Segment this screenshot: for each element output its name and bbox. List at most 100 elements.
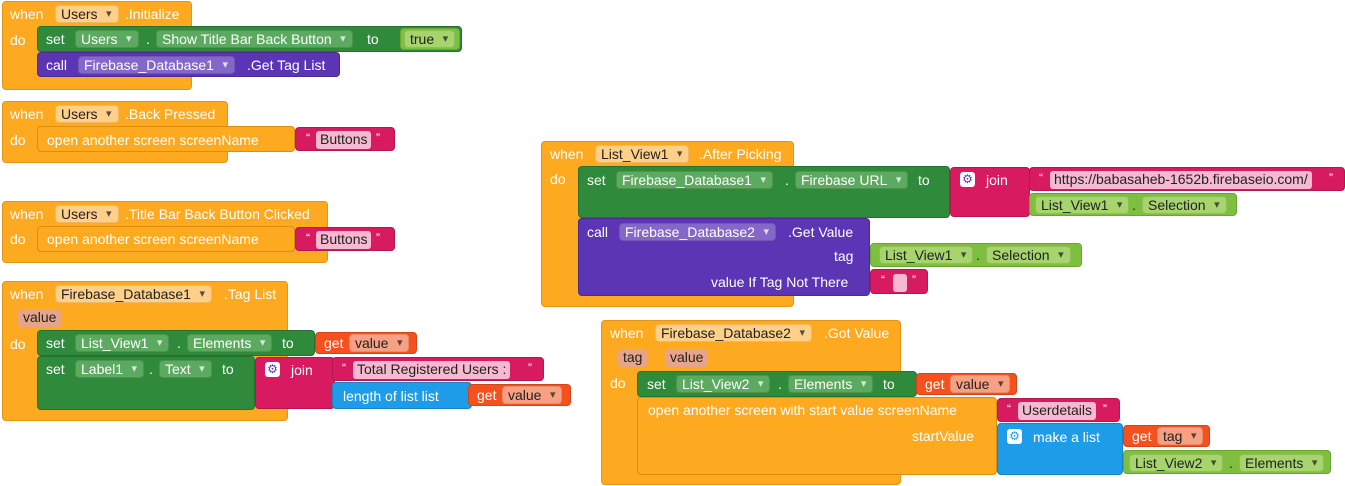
tag-socket-label: tag xyxy=(834,248,854,264)
set-property-block[interactable]: set List_View2 . Elements to xyxy=(637,371,917,397)
quote-open: “ xyxy=(306,231,310,245)
variable-dropdown[interactable]: value xyxy=(950,375,1011,393)
string-value[interactable]: Total Registered Users : xyxy=(353,361,511,379)
event-name: .Got Value xyxy=(824,325,890,341)
call-keyword: call xyxy=(587,224,609,240)
get-variable-block[interactable]: get value xyxy=(315,332,417,354)
component-dropdown[interactable]: Firebase_Database1 xyxy=(55,285,212,303)
component-dropdown[interactable]: Label1 xyxy=(75,360,145,378)
quote-close: ” xyxy=(528,361,532,375)
text-block[interactable]: “ Total Registered Users : ” xyxy=(332,357,544,381)
string-value[interactable]: Buttons xyxy=(316,131,372,149)
component-dropdown[interactable]: Firebase_Database1 xyxy=(616,171,773,189)
component-getter-block[interactable]: List_View2 . Elements xyxy=(1123,450,1331,474)
text-block[interactable]: “ Buttons ” xyxy=(295,127,395,151)
set-property-block[interactable]: set Users . Show Title Bar Back Button t… xyxy=(37,26,462,52)
component-dropdown[interactable]: List_View1 xyxy=(595,145,690,163)
component-dropdown[interactable]: Users xyxy=(55,205,119,223)
component-getter-block[interactable]: List_View1 . Selection xyxy=(1029,193,1237,216)
set-keyword: set xyxy=(46,335,65,351)
set-keyword: set xyxy=(46,31,65,47)
to-keyword: to xyxy=(918,172,930,188)
boolean-block[interactable]: true xyxy=(400,28,460,50)
join-block[interactable]: ⚙ join xyxy=(255,357,335,409)
component-dropdown[interactable]: Users xyxy=(55,105,119,123)
set-property-block[interactable]: set Label1 . Text to xyxy=(37,356,255,410)
string-value[interactable]: Userdetails xyxy=(1018,402,1097,420)
property-dropdown[interactable]: Firebase URL xyxy=(795,171,909,189)
event-name: .Initialize xyxy=(125,6,180,22)
component-getter-block[interactable]: List_View1 . Selection xyxy=(870,243,1082,267)
component-dropdown[interactable]: List_View1 xyxy=(1035,196,1130,214)
text-block[interactable]: “ Buttons ” xyxy=(295,227,395,251)
property-dropdown[interactable]: Elements xyxy=(187,334,273,352)
do-keyword: do xyxy=(610,375,626,391)
get-keyword: get xyxy=(324,335,344,351)
open-screen-label: open another screen screenName xyxy=(47,231,259,247)
open-screen-with-start-value-block[interactable]: open another screen with start value scr… xyxy=(637,397,997,475)
open-screen-block[interactable]: open another screen screenName xyxy=(37,126,295,152)
set-property-block[interactable]: set List_View1 . Elements to xyxy=(37,330,315,356)
join-block[interactable]: ⚙ join xyxy=(950,167,1030,217)
get-variable-block[interactable]: get value xyxy=(916,373,1017,395)
string-value-empty[interactable] xyxy=(893,274,907,292)
make-list-label: make a list xyxy=(1033,429,1100,445)
string-value[interactable]: Buttons xyxy=(316,231,372,249)
set-property-block[interactable]: set Firebase_Database1 . Firebase URL to xyxy=(578,166,950,218)
to-keyword: to xyxy=(883,376,895,392)
to-keyword: to xyxy=(367,31,379,47)
property-dropdown[interactable]: Text xyxy=(159,360,212,378)
open-screen-label: open another screen screenName xyxy=(47,132,259,148)
variable-dropdown[interactable]: value xyxy=(349,334,410,352)
boolean-dropdown[interactable]: true xyxy=(404,30,456,48)
event-parameter[interactable]: value xyxy=(18,309,62,327)
event-name: .After Picking xyxy=(699,146,782,162)
length-of-list-block[interactable]: length of list list xyxy=(332,382,472,409)
component-dropdown[interactable]: List_View1 xyxy=(879,246,974,264)
gear-icon[interactable]: ⚙ xyxy=(1007,429,1022,444)
gear-icon[interactable]: ⚙ xyxy=(960,172,975,187)
event-parameter-value[interactable]: value xyxy=(665,349,709,367)
string-value[interactable]: https://babasaheb-1652b.firebaseio.com/ xyxy=(1050,171,1312,189)
component-dropdown[interactable]: List_View2 xyxy=(1129,454,1224,472)
when-keyword: when xyxy=(550,146,584,162)
quote-close: ” xyxy=(912,273,916,287)
quote-close: ” xyxy=(1103,402,1107,416)
property-dropdown[interactable]: Show Title Bar Back Button xyxy=(156,30,353,48)
call-keyword: call xyxy=(46,57,68,73)
event-name: .Back Pressed xyxy=(125,106,216,122)
when-keyword: when xyxy=(610,325,644,341)
empty-text-block[interactable]: “ ” xyxy=(870,269,928,294)
component-dropdown[interactable]: Firebase_Database2 xyxy=(619,223,776,241)
get-variable-block[interactable]: get value xyxy=(468,384,571,406)
call-method-block[interactable]: call Firebase_Database1 .Get Tag List xyxy=(37,52,340,77)
property-dropdown[interactable]: Elements xyxy=(788,375,874,393)
call-method-block[interactable]: call Firebase_Database2 .Get Value tag v… xyxy=(578,218,870,296)
dot: . xyxy=(1229,455,1233,471)
variable-dropdown[interactable]: value xyxy=(502,386,563,404)
make-a-list-block[interactable]: ⚙ make a list xyxy=(997,423,1123,475)
quote-open: “ xyxy=(306,131,310,145)
event-name: .Tag List xyxy=(224,286,277,302)
property-dropdown[interactable]: Selection xyxy=(986,246,1071,264)
variable-dropdown[interactable]: tag xyxy=(1157,427,1204,445)
component-dropdown[interactable]: Users xyxy=(75,30,139,48)
component-dropdown[interactable]: Users xyxy=(55,5,119,23)
component-dropdown[interactable]: List_View1 xyxy=(75,334,170,352)
quote-open: “ xyxy=(1039,171,1043,185)
length-of-list-label: length of list list xyxy=(343,388,439,404)
when-keyword: when xyxy=(10,6,44,22)
property-dropdown[interactable]: Elements xyxy=(1239,454,1325,472)
get-variable-block[interactable]: get tag xyxy=(1123,425,1210,447)
component-dropdown[interactable]: Firebase_Database1 xyxy=(78,56,235,74)
open-screen-block[interactable]: open another screen screenName xyxy=(37,226,295,252)
event-parameter-tag[interactable]: tag xyxy=(618,349,648,367)
component-dropdown[interactable]: List_View2 xyxy=(676,375,771,393)
gear-icon[interactable]: ⚙ xyxy=(265,362,280,377)
property-dropdown[interactable]: Selection xyxy=(1142,196,1227,214)
dot: . xyxy=(177,335,181,351)
component-dropdown[interactable]: Firebase_Database2 xyxy=(655,324,812,342)
text-block[interactable]: “ Userdetails ” xyxy=(997,398,1120,422)
text-block[interactable]: “ https://babasaheb-1652b.firebaseio.com… xyxy=(1029,167,1345,191)
when-keyword: when xyxy=(10,206,44,222)
